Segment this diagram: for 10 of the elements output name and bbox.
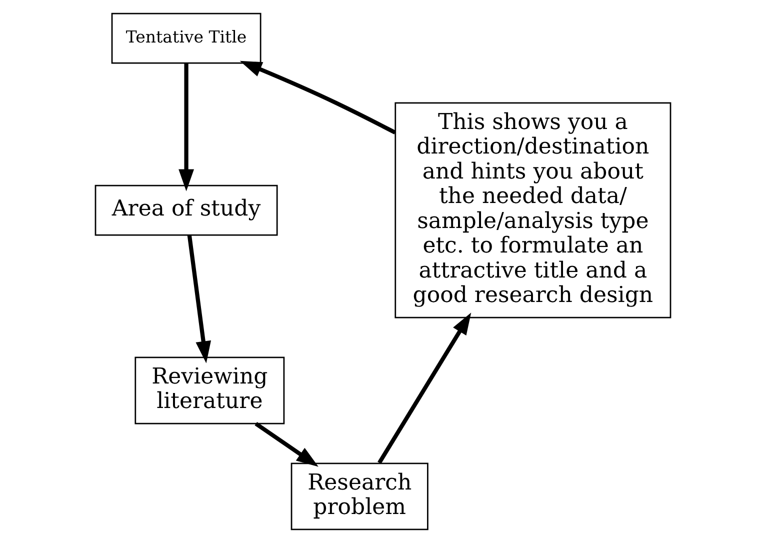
arrow (378, 312, 472, 464)
node-box: Area of study (94, 184, 278, 236)
node-box: This shows you a direction/destination and hints you about the needed data/ sample/analysis type etc. to formulate an attractive title and a good research design (394, 102, 672, 318)
node-box: Research problem (290, 462, 428, 530)
node-box: Reviewing literature (134, 356, 285, 424)
arrow (178, 63, 194, 192)
arrow (240, 60, 396, 134)
arrow (187, 234, 212, 364)
node-box: Tentative Title (111, 12, 262, 64)
arrow (254, 422, 318, 467)
